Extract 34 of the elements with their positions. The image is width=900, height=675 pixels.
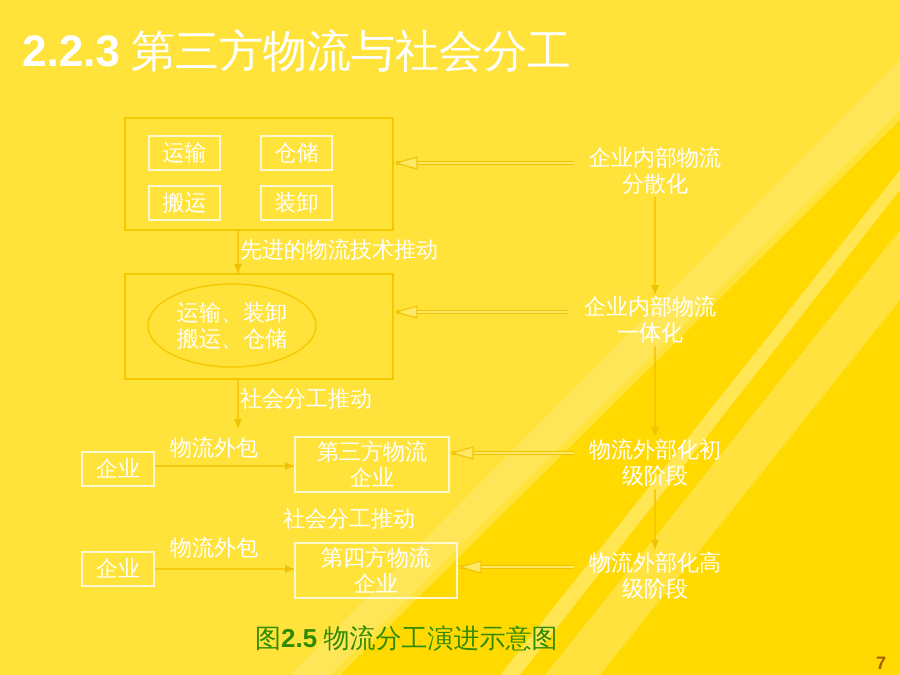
edge-label: 先进的物流技术推动	[240, 237, 438, 263]
page-number: 7	[876, 652, 886, 675]
process-ellipse: 运输、装卸搬运、仓储	[147, 283, 317, 368]
stage-text: 物流外部化初级阶段	[575, 436, 735, 489]
caption: 图2.5 物流分工演进示意图	[255, 622, 558, 655]
arrow	[651, 346, 659, 436]
edge-label: 物流外包	[170, 435, 258, 461]
arrow	[451, 446, 574, 460]
arrow	[395, 305, 569, 319]
arrow	[234, 380, 242, 428]
process-box: 仓储	[260, 135, 333, 171]
arrow	[459, 560, 574, 574]
edge-label: 物流外包	[170, 535, 258, 561]
arrow	[651, 489, 659, 549]
process-box: 运输	[148, 135, 221, 171]
group-frame	[124, 273, 394, 380]
arrow	[651, 197, 659, 294]
arrow	[234, 231, 242, 273]
edge-label: 社会分工推动	[240, 386, 372, 412]
stage-text: 企业内部物流分散化	[575, 145, 735, 197]
process-box: 企业	[81, 451, 155, 487]
process-box: 装卸	[260, 185, 333, 221]
process-box: 企业	[81, 551, 155, 587]
process-box: 搬运	[148, 185, 221, 221]
process-box: 第四方物流企业	[294, 542, 458, 599]
stage-text: 物流外部化高级阶段	[575, 549, 735, 602]
process-box: 第三方物流企业	[294, 436, 450, 493]
arrow	[395, 156, 574, 170]
arrow	[155, 462, 294, 470]
stage-text: 企业内部物流一体化	[570, 294, 730, 346]
arrow	[155, 565, 294, 573]
group-frame	[124, 117, 394, 231]
title: 2.2.3 第三方物流与社会分工	[22, 26, 571, 78]
note-label: 社会分工推动	[283, 506, 415, 532]
